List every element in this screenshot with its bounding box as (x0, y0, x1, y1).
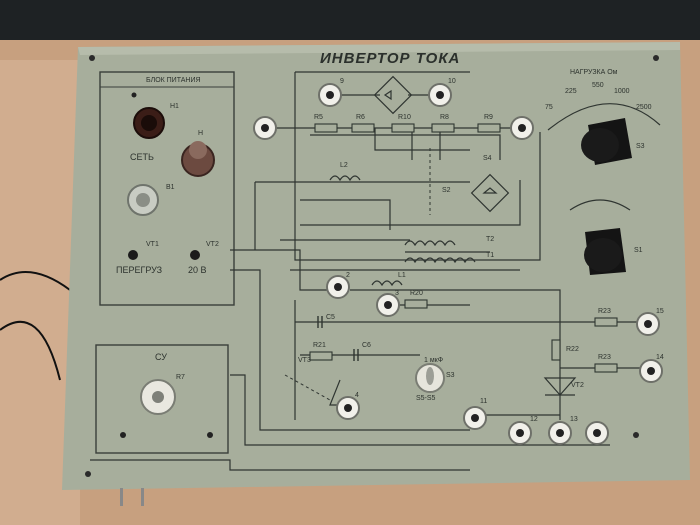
terminal-label-9: 9 (340, 78, 344, 85)
panel-screws (85, 55, 659, 477)
label-s3: S3 (636, 143, 645, 150)
plug-pin (141, 488, 144, 506)
label-s5: S5-S5 (416, 395, 436, 402)
switch-scale-arc (569, 199, 631, 211)
label-l1: L1 (398, 272, 406, 279)
label-s2: S2 (442, 187, 451, 194)
screw (207, 432, 213, 438)
terminal-jack[interactable] (585, 421, 609, 445)
screw (120, 432, 126, 438)
label-c5: C5 (326, 314, 335, 321)
rotary-switch-s2-base[interactable] (584, 238, 622, 272)
diode-bridges (373, 75, 510, 213)
terminal-jack[interactable] (428, 83, 452, 107)
load-scale-arc (547, 103, 661, 131)
panel-board (62, 42, 690, 490)
power-block-frame (99, 71, 235, 306)
terminal-jack[interactable] (508, 421, 532, 445)
led-vt1 (128, 250, 138, 260)
label-t1: T1 (486, 252, 495, 259)
terminal-label-14: 14 (656, 354, 664, 361)
label-voltage: 20 В (188, 265, 207, 275)
toggle-lever[interactable] (426, 367, 434, 385)
label-r6: R6 (356, 114, 365, 121)
label-r23: R23 (598, 308, 611, 315)
capacitors (317, 316, 359, 361)
cable (0, 271, 71, 291)
scale-225: 225 (565, 88, 577, 95)
terminal-jack[interactable] (376, 293, 400, 317)
terminal-label-11: 11 (480, 398, 488, 405)
led-vt2 (190, 250, 200, 260)
scale-550: 550 (592, 82, 604, 89)
label-r23b: R23 (598, 354, 611, 361)
label-c4: 1 мкФ (424, 357, 444, 364)
screw (131, 92, 137, 98)
label-vt2: VТ2 (206, 241, 219, 248)
terminal-label-10: 10 (448, 78, 456, 85)
terminal-label-13: 13 (570, 416, 578, 423)
label-c6: C6 (362, 342, 371, 349)
load-label: НАГРУЗКА Ом (570, 69, 618, 76)
terminal-label-4: 4 (355, 392, 359, 399)
label-r20: R20 (410, 290, 423, 297)
label-r10: R10 (398, 114, 411, 121)
panel-title: ИНВЕРТОР ТОКА (320, 50, 461, 67)
label-net: СЕТЬ (130, 152, 154, 162)
label-t2: T2 (486, 236, 495, 243)
label-r5: R5 (314, 114, 323, 121)
label-b1: В1 (166, 184, 175, 191)
label-s1: S1 (634, 247, 643, 254)
terminal-jack[interactable] (463, 406, 487, 430)
terminal-label-15: 15 (656, 308, 664, 315)
control-block-title: СУ (155, 352, 167, 362)
terminal-jack[interactable] (326, 275, 350, 299)
label-h: Н (198, 130, 204, 137)
plug-pin (120, 488, 123, 506)
terminal-label-2: 2 (346, 272, 350, 279)
control-knob-center[interactable] (152, 391, 164, 403)
label-s4: S4 (483, 155, 492, 162)
terminal-jack[interactable] (253, 116, 277, 140)
inductors (329, 175, 490, 287)
scale-2500: 2500 (636, 104, 652, 111)
label-s3-toggle: S3 (446, 372, 455, 379)
label-h1: Н1 (170, 103, 179, 110)
terminal-jack[interactable] (318, 83, 342, 107)
terminal-jack[interactable] (548, 421, 572, 445)
terminals[interactable] (253, 83, 663, 445)
panel-highlight (78, 42, 680, 55)
terminal-jack[interactable] (336, 396, 360, 420)
resistors (309, 123, 618, 373)
label-l2: L2 (340, 162, 348, 169)
indicator-lamp-center (141, 115, 157, 131)
label-vt1: VТ1 (146, 241, 159, 248)
label-vt3: VТ3 (298, 357, 311, 364)
toggle-lever[interactable] (136, 193, 150, 207)
fuse-cap (189, 141, 207, 159)
terminal-jack[interactable] (510, 116, 534, 140)
control-block-frame (95, 344, 229, 454)
label-overload: ПЕРЕГРУЗ (116, 265, 163, 275)
label-r21: R21 (313, 342, 326, 349)
terminal-jack[interactable] (639, 359, 663, 383)
terminal-jack[interactable] (636, 312, 660, 336)
thyristor (543, 377, 577, 396)
scale-1000: 1000 (614, 88, 630, 95)
label-r22: R22 (566, 346, 579, 353)
power-block-title: БЛОК ПИТАНИЯ (146, 77, 201, 84)
label-r8: R8 (440, 114, 449, 121)
label-r7: R7 (176, 374, 185, 381)
terminal-label-12: 12 (530, 416, 538, 423)
scale-75: 75 (545, 104, 553, 111)
load-rotary-knob-base[interactable] (581, 128, 619, 162)
terminal-label-3: 3 (395, 290, 399, 297)
label-vt2b: VТ2 (571, 382, 584, 389)
dashed-link (284, 374, 331, 401)
cable (0, 320, 61, 381)
label-r9: R9 (484, 114, 493, 121)
